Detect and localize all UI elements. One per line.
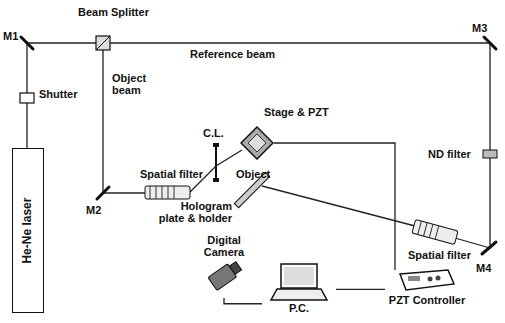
laptop-keyboard (271, 289, 327, 300)
controller-knob (428, 277, 433, 282)
laptop-icon (269, 262, 329, 302)
collimating-lens (215, 143, 217, 182)
controller-display (408, 276, 420, 281)
laser-beam (27, 43, 96, 148)
mirror-m4 (482, 242, 496, 254)
pc-node: P.C. (262, 262, 336, 320)
node-text: He-Ne laser (21, 197, 34, 263)
cable-line (224, 298, 262, 304)
beam-label: Object beam (112, 72, 152, 96)
component-label: ND filter (428, 148, 471, 160)
beam-splitter-diagonal (96, 36, 110, 50)
component-label: Shutter (39, 88, 78, 100)
stage-diamond (240, 126, 274, 160)
camera-node: Digital Camera (192, 234, 256, 298)
laptop-screen (281, 264, 317, 288)
node-text: Digital Camera (196, 234, 252, 258)
cable-line (274, 143, 395, 270)
nd-filter-symbol (483, 150, 497, 158)
node-text: P.C. (262, 302, 336, 314)
component-label: Beam Splitter (78, 6, 149, 18)
controller-node: PZT Controller (385, 266, 469, 318)
reference-beam (110, 43, 490, 248)
controller-knob (436, 276, 441, 281)
object-shape (248, 134, 266, 152)
mirror-m1 (21, 37, 33, 49)
controller-box (400, 270, 454, 290)
component-label: Object (236, 168, 270, 180)
reference-beam-expanded (262, 186, 415, 226)
object-beam (103, 50, 145, 193)
cable-line (336, 289, 385, 290)
mirror-label: M1 (3, 30, 18, 42)
component-label: Spatial filter (140, 168, 203, 180)
component-label: Spatial filter (408, 249, 471, 261)
spatial-filter-body (145, 186, 190, 199)
laptop-display (284, 267, 314, 285)
mirror-m3 (484, 37, 496, 49)
mirror-label: M3 (472, 22, 487, 34)
component-label: C.L. (203, 127, 224, 139)
beam-splitter-cube (96, 36, 110, 50)
mirror-m2 (97, 187, 109, 199)
node-text: Stage & PZT (264, 106, 329, 118)
component-label: Hologram plate & holder (152, 200, 232, 224)
mirror-label: M4 (476, 262, 491, 274)
camera-icon (199, 258, 249, 294)
node-text: PZT Controller (385, 294, 469, 306)
stage-shape (241, 127, 273, 159)
mirror-label: M2 (86, 204, 101, 216)
controller-icon (396, 266, 458, 294)
camera-lens (229, 262, 241, 275)
beam-label: Reference beam (190, 48, 275, 60)
spatial-filter-body (412, 220, 458, 245)
shutter-symbol (20, 93, 34, 103)
stage-node: Stage & PZT (240, 126, 274, 160)
laser-box: He-Ne laser (12, 148, 44, 313)
